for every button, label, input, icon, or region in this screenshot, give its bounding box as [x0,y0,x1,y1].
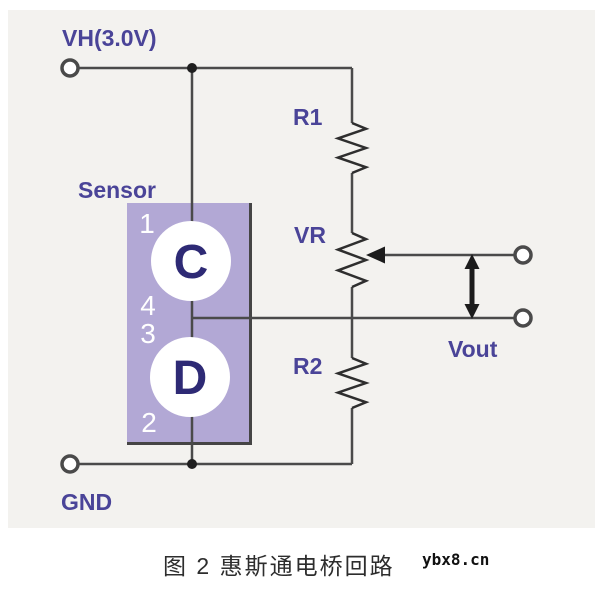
sensor-box-shadow-edge [127,203,252,445]
resistor-r1-symbol [334,121,370,175]
vout-arrow-head-up [464,254,480,269]
sensor-element-c-circle [151,221,231,301]
vout-upper-terminal [513,245,533,265]
sensor-label: Sensor [78,177,156,203]
ground-label: GND [61,489,112,515]
vout-label: Vout [448,336,498,362]
vout-lower-terminal [513,308,533,328]
figure-caption: 图 2 惠斯通电桥回路 [163,553,395,579]
bottom-junction-dot [187,459,197,469]
sensor-element-d-letter: D [173,352,208,405]
r1-label: R1 [293,104,323,130]
gnd-terminal [60,454,80,474]
resistor-vr-symbol [334,231,370,289]
top-junction-dot [187,63,197,73]
vr-label: VR [294,222,326,248]
diagram-panel-background [8,10,595,528]
sensor-element-c-letter: C [174,236,209,289]
vr-wiper-arrow [366,246,385,264]
vout-arrow-head-down [464,304,480,319]
sensor-pin-2: 2 [141,407,157,438]
sensor-pin-3: 3 [140,318,156,349]
vh-terminal [60,58,80,78]
resistor-r2-symbol [334,356,370,410]
sensor-pin-1: 1 [139,208,155,239]
sensor-element-d-circle [150,337,230,417]
r2-label: R2 [293,353,322,379]
sensor-pin-4: 4 [140,290,156,321]
watermark-text: ybx8.cn [422,550,489,569]
supply-voltage-label: VH(3.0V) [62,25,157,51]
